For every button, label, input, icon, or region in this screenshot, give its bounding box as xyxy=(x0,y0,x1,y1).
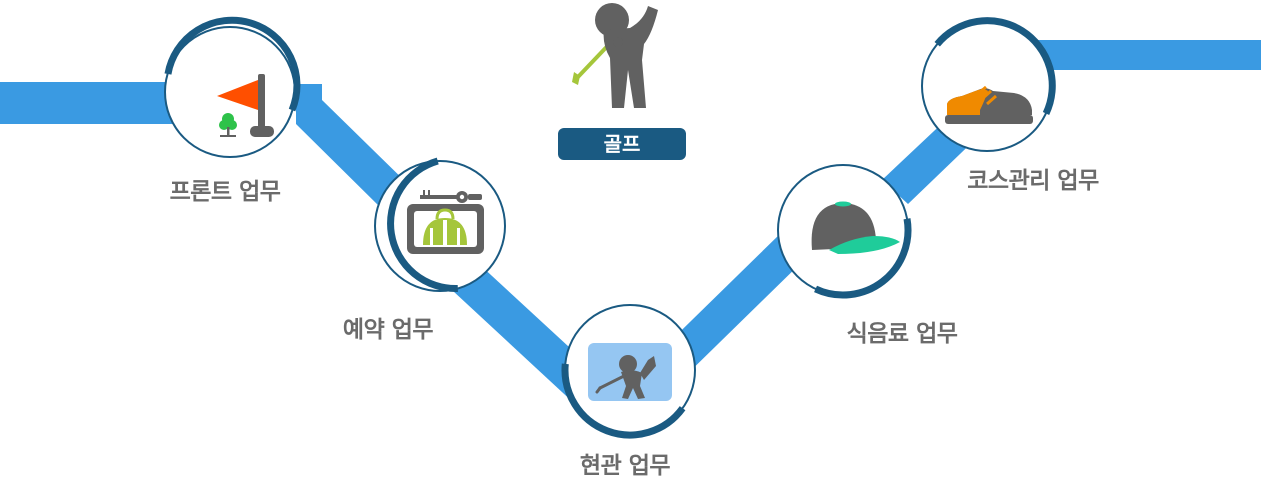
progress-ring xyxy=(561,363,686,439)
step-label-entrance: 현관 업무 xyxy=(579,453,671,479)
step-label-food-beverage: 식음료 업무 xyxy=(846,321,958,347)
golfer-swing-icon xyxy=(588,343,672,401)
step-food-beverage xyxy=(777,164,912,299)
title-badge: 골프 xyxy=(558,128,686,160)
progress-ring xyxy=(934,17,1056,115)
step-label-reservation: 예약 업무 xyxy=(342,317,434,343)
path-segment-1 xyxy=(296,84,414,213)
step-front xyxy=(164,16,301,158)
step-course-management xyxy=(921,17,1056,152)
golf-bag-locker-icon xyxy=(407,190,484,254)
golfer-figure-icon xyxy=(572,3,658,108)
progress-ring xyxy=(814,218,912,299)
golf-shoe-icon xyxy=(945,85,1033,124)
step-entrance xyxy=(561,304,696,439)
step-label-front: 프론트 업무 xyxy=(169,179,281,205)
step-reservation xyxy=(374,157,506,293)
progress-ring xyxy=(164,16,301,112)
path-right-segment xyxy=(1034,40,1261,70)
cap-icon xyxy=(811,201,900,254)
progress-ring xyxy=(387,157,458,293)
step-label-course-management: 코스관리 업무 xyxy=(967,168,1099,194)
golf-flag-icon xyxy=(217,74,274,137)
